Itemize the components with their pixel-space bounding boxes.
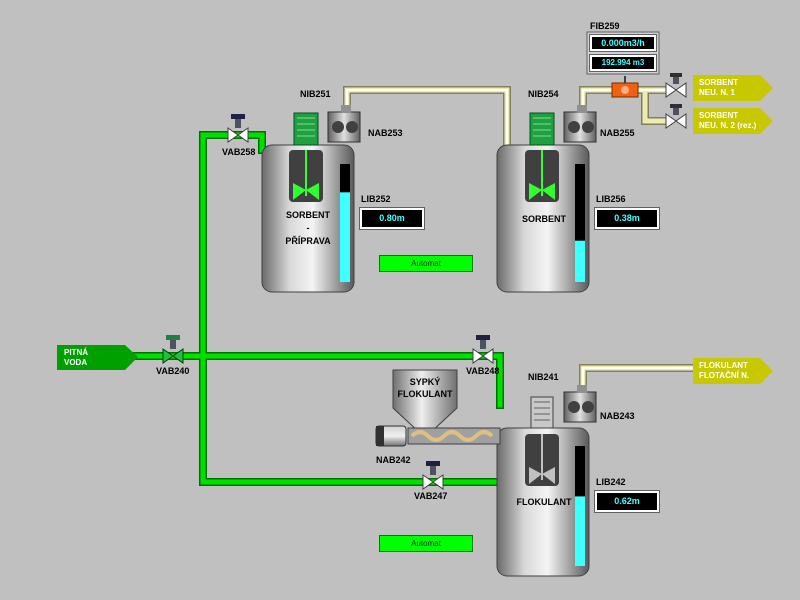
pump-label-nab255: NAB255 bbox=[600, 128, 635, 138]
level-display-lib242: 0.62m bbox=[594, 490, 660, 513]
pump-label-nib254: NIB254 bbox=[528, 89, 559, 99]
inlet-arrow bbox=[57, 345, 138, 370]
hopper-label-line1: SYPKÝ bbox=[409, 377, 441, 387]
tank-label-sorbent: SORBENT bbox=[521, 214, 566, 224]
motor-label-nab242: NAB242 bbox=[376, 455, 411, 465]
inlet-label: PITNÁ VODA bbox=[64, 348, 88, 368]
hopper-label: SYPKÝ FLOKULANT bbox=[396, 376, 454, 400]
valve-label-vab240: VAB240 bbox=[156, 366, 190, 376]
pump-label-nab243: NAB243 bbox=[600, 411, 635, 421]
flowmeter-tag: FIB259 bbox=[590, 21, 620, 31]
tank-label-flokulant: FLOKULANT bbox=[516, 497, 572, 507]
flow-rate-display: 0.000m3/h bbox=[589, 34, 657, 52]
valve-icon[interactable] bbox=[162, 335, 184, 364]
level-tag-lib252: LIB252 bbox=[361, 194, 391, 204]
flow-total-display: 192.994 m3 bbox=[589, 54, 657, 72]
level-display-lib256: 0.38m bbox=[594, 207, 660, 230]
pump-label-nib241: NIB241 bbox=[528, 372, 559, 382]
valve-label-vab248: VAB248 bbox=[466, 366, 500, 376]
level-display-lib252: 0.80m bbox=[359, 207, 425, 230]
valve-label-vab247: VAB247 bbox=[414, 491, 448, 501]
flow-rate-unit: m3/h bbox=[623, 38, 645, 48]
automat-button[interactable]: Automat bbox=[379, 255, 473, 272]
inlet-label-line1: PITNÁ bbox=[64, 348, 88, 357]
level-tag-lib242: LIB242 bbox=[596, 477, 626, 487]
motor-icon[interactable] bbox=[375, 425, 407, 447]
flow-rate-value: 0.000 bbox=[601, 38, 624, 48]
outlet-label-line2: NEU. N. 2 (rez.) bbox=[699, 121, 757, 130]
valve-icon[interactable] bbox=[227, 114, 249, 143]
outlet-label-sorbent-1: SORBENT NEU. N. 1 bbox=[699, 78, 738, 98]
pump-label-nab253: NAB253 bbox=[368, 128, 403, 138]
mixer-icon bbox=[289, 112, 323, 202]
outlet-arrow bbox=[693, 108, 773, 134]
pump-icon[interactable] bbox=[327, 105, 361, 143]
outlet-label-line2: FLOTAČNÍ N. bbox=[699, 371, 750, 380]
mixer-icon bbox=[525, 112, 559, 202]
outlet-label-line1: SORBENT bbox=[699, 111, 739, 120]
tank-label-line2: - bbox=[306, 223, 310, 233]
tank-label-line1: SORBENT bbox=[285, 210, 330, 220]
outlet-label-line1: SORBENT bbox=[699, 78, 739, 87]
outlet-arrow bbox=[693, 75, 773, 101]
tank-label-line3: PŘÍPRAVA bbox=[285, 236, 331, 246]
level-tag-lib256: LIB256 bbox=[596, 194, 626, 204]
level-fill-lib256 bbox=[575, 240, 585, 282]
outlet-arrow bbox=[693, 358, 773, 384]
pump-icon[interactable] bbox=[563, 385, 597, 423]
hopper-label-line2: FLOKULANT bbox=[397, 389, 453, 399]
level-fill-lib242 bbox=[575, 496, 585, 566]
outlet-label-line2: NEU. N. 1 bbox=[699, 88, 736, 97]
flowmeter-icon bbox=[611, 76, 639, 98]
valve-icon[interactable] bbox=[472, 335, 494, 364]
water-pipes bbox=[131, 131, 504, 486]
mixer-icon bbox=[525, 396, 559, 486]
automat-button[interactable]: Automat bbox=[379, 535, 473, 552]
outlet-label-flokulant: FLOKULANT FLOTAČNÍ N. bbox=[699, 361, 749, 381]
valve-icon[interactable] bbox=[665, 104, 687, 129]
tank-label-sorbent-priprava: SORBENT - PŘÍPRAVA bbox=[270, 209, 346, 248]
tank-flokulant bbox=[496, 427, 590, 577]
pump-icon[interactable] bbox=[563, 105, 597, 143]
inlet-label-line2: VODA bbox=[64, 358, 88, 367]
outlet-label-line1: FLOKULANT bbox=[699, 361, 748, 370]
level-fill-lib252 bbox=[340, 192, 350, 282]
valve-icon[interactable] bbox=[422, 461, 444, 490]
level-bar-lib256 bbox=[575, 164, 585, 282]
outlet-label-sorbent-2: SORBENT NEU. N. 2 (rez.) bbox=[699, 111, 756, 131]
valve-icon[interactable] bbox=[665, 73, 687, 98]
pump-label-nib251: NIB251 bbox=[300, 89, 331, 99]
screw-conveyor-icon bbox=[407, 427, 501, 445]
valve-label-vab258: VAB258 bbox=[222, 147, 256, 157]
